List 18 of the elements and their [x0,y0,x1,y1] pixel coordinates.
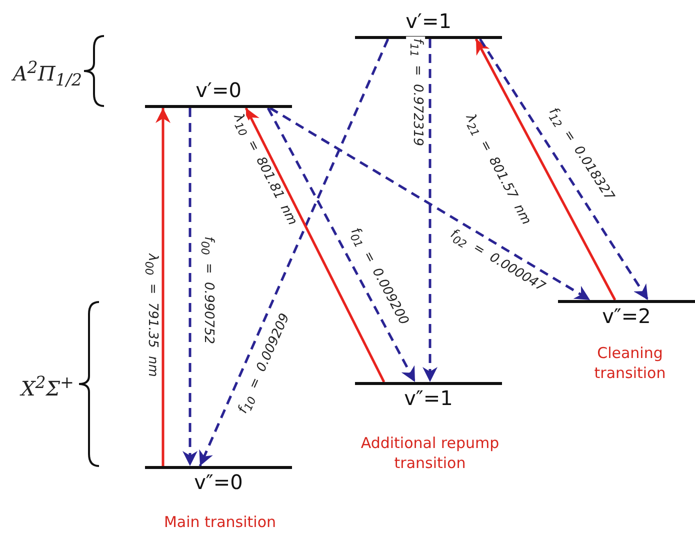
arrow [182,108,198,466]
arrow [156,108,170,466]
arrow [422,39,438,382]
arrow [474,38,616,301]
state-label: A$^{2}$Π$_{1/2}$ [10,57,84,92]
energy-level: v′=0 [145,77,292,108]
transition-caption: Cleaning transition [593,343,667,383]
energy-level: v″=0 [145,466,292,497]
arrow [269,106,591,302]
energy-level: v″=2 [558,300,695,331]
transition-caption: Main transition [162,512,278,532]
arrow [266,107,416,383]
arrow [244,107,386,383]
energy-level: v″=1 [355,382,502,413]
transition-caption: Additional repump transition [360,433,500,473]
arrow [198,38,390,466]
state-label: X$^{2}$Σ$^{+}$ [18,372,75,402]
arrow [478,38,650,301]
